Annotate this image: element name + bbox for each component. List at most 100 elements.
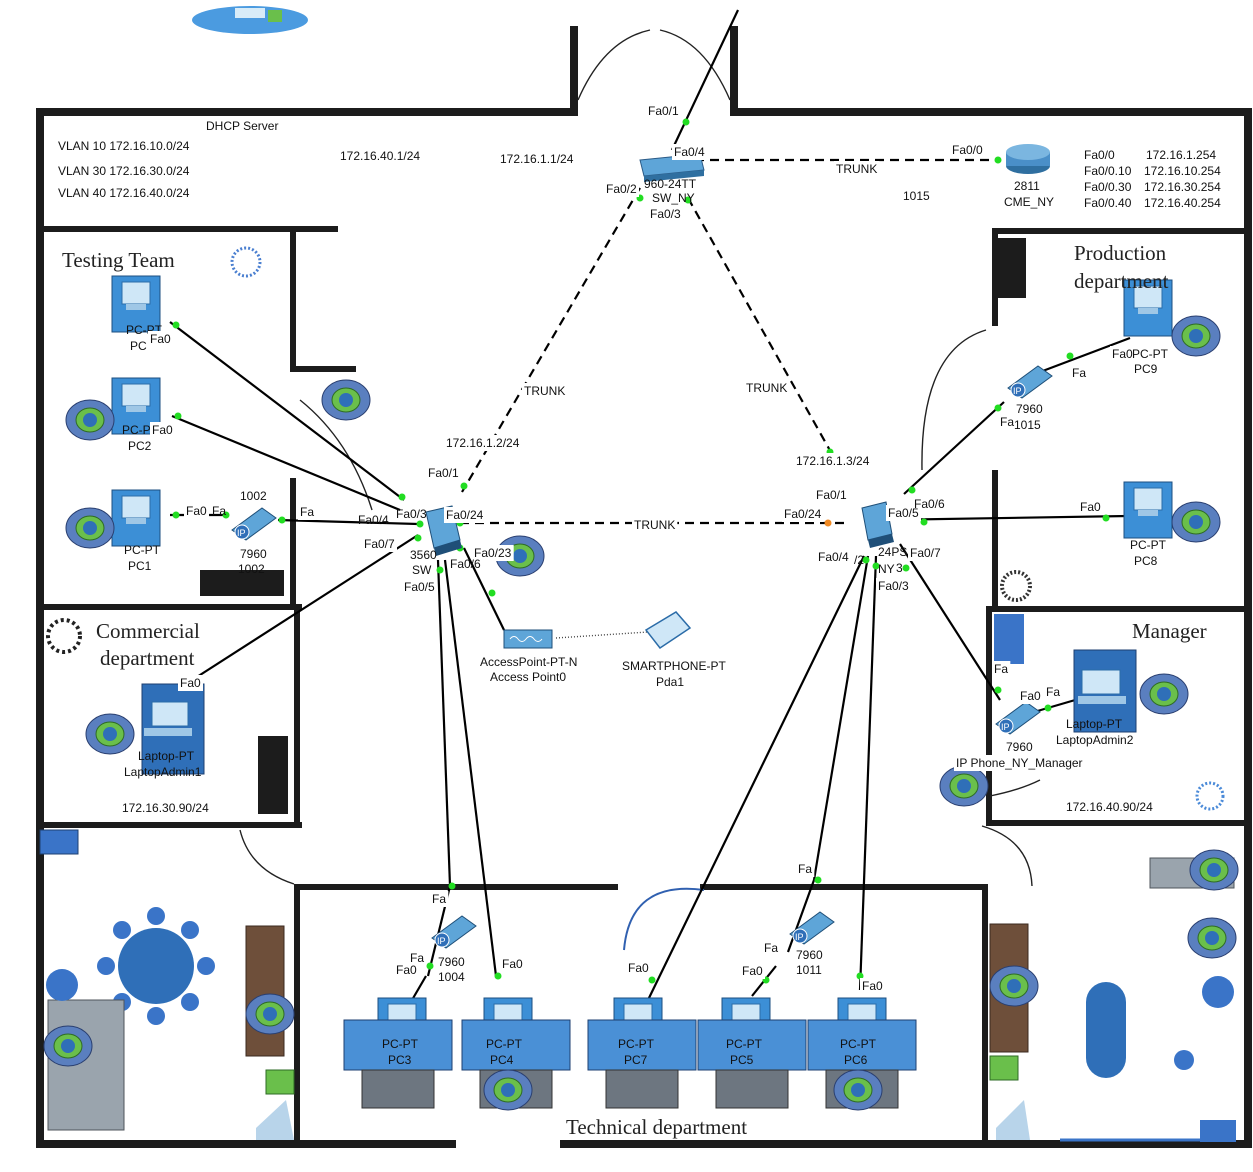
pc7-fa0: Fa0	[628, 961, 649, 975]
core-port-fa0-4-group: Fa0/4	[672, 144, 708, 160]
laptop1-name: LaptopAdmin1	[124, 765, 202, 779]
sw-right-3: 3	[896, 561, 903, 575]
router-iface-1: Fa0/0.10	[1084, 164, 1132, 178]
smartphone-icon[interactable]	[644, 611, 692, 650]
pc1-fa: Fa	[212, 504, 226, 518]
phone-1002-number-group: 1002	[238, 488, 270, 504]
trunk-label-middle: TRUNK	[634, 518, 675, 532]
svg-text:IP: IP	[795, 932, 804, 942]
trunk-label-router-group: TRUNK	[834, 161, 880, 177]
sw-right-fa0-6: Fa0/6	[914, 497, 945, 511]
person-icon-pc9	[1171, 315, 1221, 357]
laptop-admin2-icon[interactable]	[1073, 649, 1137, 733]
sw-left-fa0-23: Fa0/23	[474, 546, 512, 560]
person-icon-lobby-4	[1189, 849, 1239, 891]
pc6-type: PC-PT	[840, 1037, 877, 1051]
sw-right-3-group: 3	[896, 561, 903, 575]
manager-fa0: Fa0	[1020, 689, 1041, 703]
pc-icon-pc9[interactable]	[1123, 279, 1173, 337]
pc3-type-group: PC-PT	[382, 1037, 419, 1051]
desk-1	[343, 1019, 453, 1109]
pc5-fa0-group: Fa0	[740, 963, 766, 979]
phone-1002-number-b: 1002	[238, 562, 265, 576]
phone-1004-model: 7960	[438, 955, 465, 969]
sw-left-fa0-7-group: Fa0/7	[362, 536, 398, 552]
phone-1011-fa: Fa	[764, 941, 778, 955]
desk-4	[697, 1019, 807, 1109]
svg-text:IP: IP	[1013, 386, 1022, 396]
person-icon-testing-1	[65, 399, 115, 441]
sw-right-name-group: NY	[878, 562, 895, 576]
laptop-admin1-icon[interactable]	[141, 683, 205, 775]
ip-phone-icon-1015[interactable]: IP	[1007, 365, 1053, 399]
pc4-name: PC4	[490, 1053, 514, 1067]
router-iface-0: Fa0/0	[1084, 148, 1115, 162]
desk-3	[587, 1019, 697, 1109]
ip-phone-icon-manager[interactable]: IP	[995, 701, 1041, 735]
sw-left-fa0-4-group: Fa0/4	[358, 513, 389, 527]
phone-1015-fa-b: Fa	[1000, 415, 1014, 429]
router-iface-1-group: Fa0/0.10	[1082, 163, 1134, 179]
multilayer-switch-right[interactable]	[861, 501, 894, 548]
router-ip-3-group: 172.16.40.254	[1142, 195, 1224, 211]
manager-fa-b: Fa	[1046, 685, 1060, 699]
desk-5	[807, 1019, 917, 1109]
sw-left-fa0-6-group: Fa0/6	[450, 557, 481, 571]
pc1-type-group: PC-PT	[124, 543, 161, 557]
core-port-fa0-3-group: Fa0/3	[648, 206, 684, 222]
building-walls	[36, 26, 1252, 1148]
commercial-subnet: 172.16.30.90/24	[122, 801, 209, 815]
vlan-40-label: VLAN 40 172.16.40.0/24	[58, 186, 190, 200]
people-icons	[43, 315, 1239, 1111]
laptop1-type: Laptop-PT	[138, 749, 195, 763]
sw-right-fa0-1: Fa0/1	[816, 488, 847, 502]
phone-1002-number-b-group: 1002	[238, 562, 265, 576]
person-icon-walking-1	[321, 379, 371, 421]
pc-icon-testing-top[interactable]	[111, 275, 161, 333]
pc-icon-pc8[interactable]	[1123, 481, 1173, 539]
phone-1015-model: 7960	[1016, 402, 1043, 416]
pc1-type: PC-PT	[124, 543, 161, 557]
router-iface-2: Fa0/0.30	[1084, 180, 1132, 194]
svg-text:IP: IP	[237, 528, 246, 538]
manager-subnet-group: 172.16.40.90/24	[1064, 799, 1156, 815]
pc2-fa0-group: Fa0	[150, 422, 176, 438]
dhcp-server-label: DHCP Server	[206, 119, 278, 133]
laptop2-type-group: Laptop-PT	[1066, 717, 1123, 731]
phone-1002-fa-group: Fa	[298, 504, 317, 520]
manager-subnet: 172.16.40.90/24	[1066, 800, 1153, 814]
phone-1011-model: 7960	[796, 948, 823, 962]
pc2-fa0: Fa0	[152, 423, 173, 437]
ip-phone-icon-1011[interactable]: IP	[789, 911, 835, 945]
ap-model-label-group: AccessPoint-PT-N	[478, 654, 580, 670]
phone-1011-fa-top-group: Fa	[796, 861, 815, 877]
core-port-fa0-2-group: Fa0/2	[604, 181, 640, 197]
sw-left-model-group: 3560	[410, 548, 437, 562]
ap-name-label-group: Access Point0	[488, 669, 569, 685]
pc9-type-group: PC-PT	[1132, 347, 1169, 361]
vlan-10-label: VLAN 10 172.16.10.0/24	[58, 139, 190, 153]
ip-phone-icon-1002[interactable]: IP	[231, 507, 277, 541]
plant-decorations	[46, 246, 1225, 811]
pc-top-fa0: Fa0	[150, 332, 171, 346]
core-switch-model: 960-24TT	[644, 177, 697, 191]
pc-icon-pc1[interactable]	[111, 489, 161, 547]
phone-1011-fa-group: Fa	[764, 941, 778, 955]
sw-right-fa0-3-group: Fa0/3	[876, 578, 912, 594]
router-ip-1-group: 172.16.10.254	[1142, 163, 1224, 179]
phone-1004-number-group: 1004	[438, 970, 465, 984]
access-point-icon[interactable]	[503, 629, 553, 649]
trunk-label-middle-group: TRUNK	[632, 517, 678, 533]
vlan-30-label: VLAN 30 172.16.30.0/24	[58, 164, 190, 178]
ip-phone-icon-1004[interactable]: IP	[431, 915, 477, 949]
sw-left-ip: 172.16.1.2/24	[446, 436, 520, 450]
pc1-name: PC1	[128, 559, 152, 573]
pc7-type-group: PC-PT	[618, 1037, 655, 1051]
router-icon[interactable]	[1006, 144, 1050, 174]
laptop1-fa0: Fa0	[180, 676, 201, 690]
manager-fa-group: Fa	[992, 661, 1011, 677]
pc8-type-group: PC-PT	[1130, 538, 1167, 552]
phone-1002-number: 1002	[240, 489, 267, 503]
pc2-type: PC-PT	[122, 423, 159, 437]
router-ip-2: 172.16.30.254	[1144, 180, 1221, 194]
